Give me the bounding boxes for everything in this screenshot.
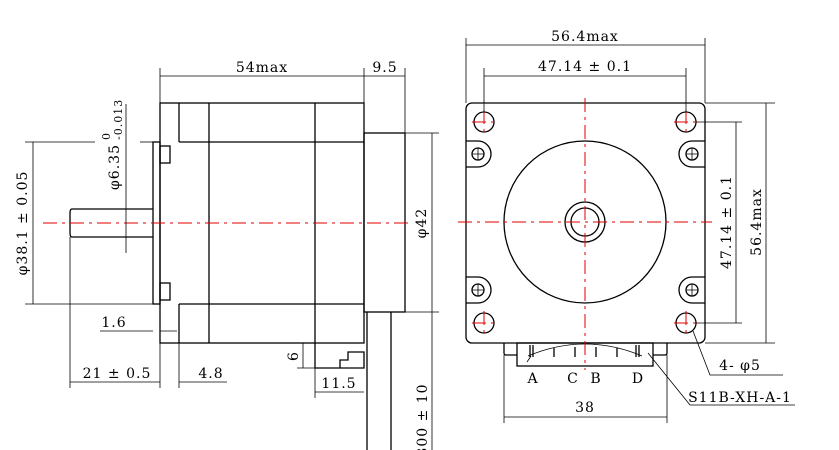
boss-bottom xyxy=(159,282,171,301)
pin-label: B xyxy=(590,371,601,387)
dim-shaft-length: 21 ± 0.5 xyxy=(83,366,152,382)
connector-housing xyxy=(314,343,365,369)
screws xyxy=(466,140,705,304)
pin-label: D xyxy=(632,371,644,387)
dim-rear-cap-diameter: φ42 xyxy=(414,208,430,239)
side-view: 54max 9.5 φ42 φ38.1 ± 0.05 φ6.35 0 -0.01… xyxy=(15,60,439,450)
dim-shaft-diameter: φ6.35 xyxy=(107,144,123,190)
dim-height-max: 56.4max xyxy=(749,188,765,256)
dim-hole-spacing-v: 47.14 ± 0.1 xyxy=(719,175,735,269)
dim-flange-thickness: 1.6 xyxy=(101,315,126,331)
dim-shaft-tol-lower: -0.013 xyxy=(112,99,125,140)
dim-rear-cap-length: 9.5 xyxy=(372,60,397,76)
dim-connector-length: 11.5 xyxy=(321,376,356,392)
dim-lead-length: 300 ± 10 xyxy=(415,383,431,450)
dim-width-max: 56.4max xyxy=(551,29,619,45)
label-mounting-holes: 4- φ5 xyxy=(719,358,761,374)
dim-flange-depth: 4.8 xyxy=(198,366,223,382)
pin-label: C xyxy=(567,371,579,387)
dim-length-max: 54max xyxy=(236,60,288,76)
boss-top xyxy=(159,145,171,164)
dim-connector-height: 6 xyxy=(286,351,302,361)
dim-hole-spacing-h: 47.14 ± 0.1 xyxy=(538,59,632,75)
pin-label: A xyxy=(526,371,538,387)
dim-connector-width: 38 xyxy=(575,400,595,416)
label-connector-part: S11B-XH-A-1 xyxy=(688,390,792,406)
dim-pilot-diameter: φ38.1 ± 0.05 xyxy=(15,171,31,276)
dim-shaft-tol-upper: 0 xyxy=(100,132,113,140)
front-view: 56.4max 47.14 ± 0.1 47.14 ± 0.1 56.4max … xyxy=(458,29,795,423)
